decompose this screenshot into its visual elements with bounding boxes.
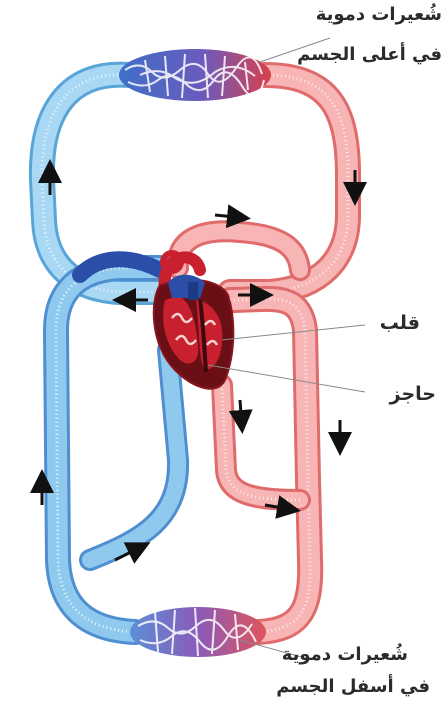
arrow-down-inner [240,400,242,428]
lower-capillaries-label-line1: شُعيرات دموية [282,644,408,665]
lower-artery-loop [230,299,310,632]
arrow-right-top [215,215,245,218]
upper-capillaries-label-line1: شُعيرات دموية [316,4,442,25]
upper-capillary-bed [119,49,271,101]
heart-label: قلب [380,312,420,334]
lower-capillaries-label-line2: في أسفل الجسم [276,676,430,697]
septum-label: حاجز [390,383,436,405]
lower-capillary-bed [130,607,266,657]
upper-capillaries-label-line2: في أعلى الجسم [297,44,442,65]
